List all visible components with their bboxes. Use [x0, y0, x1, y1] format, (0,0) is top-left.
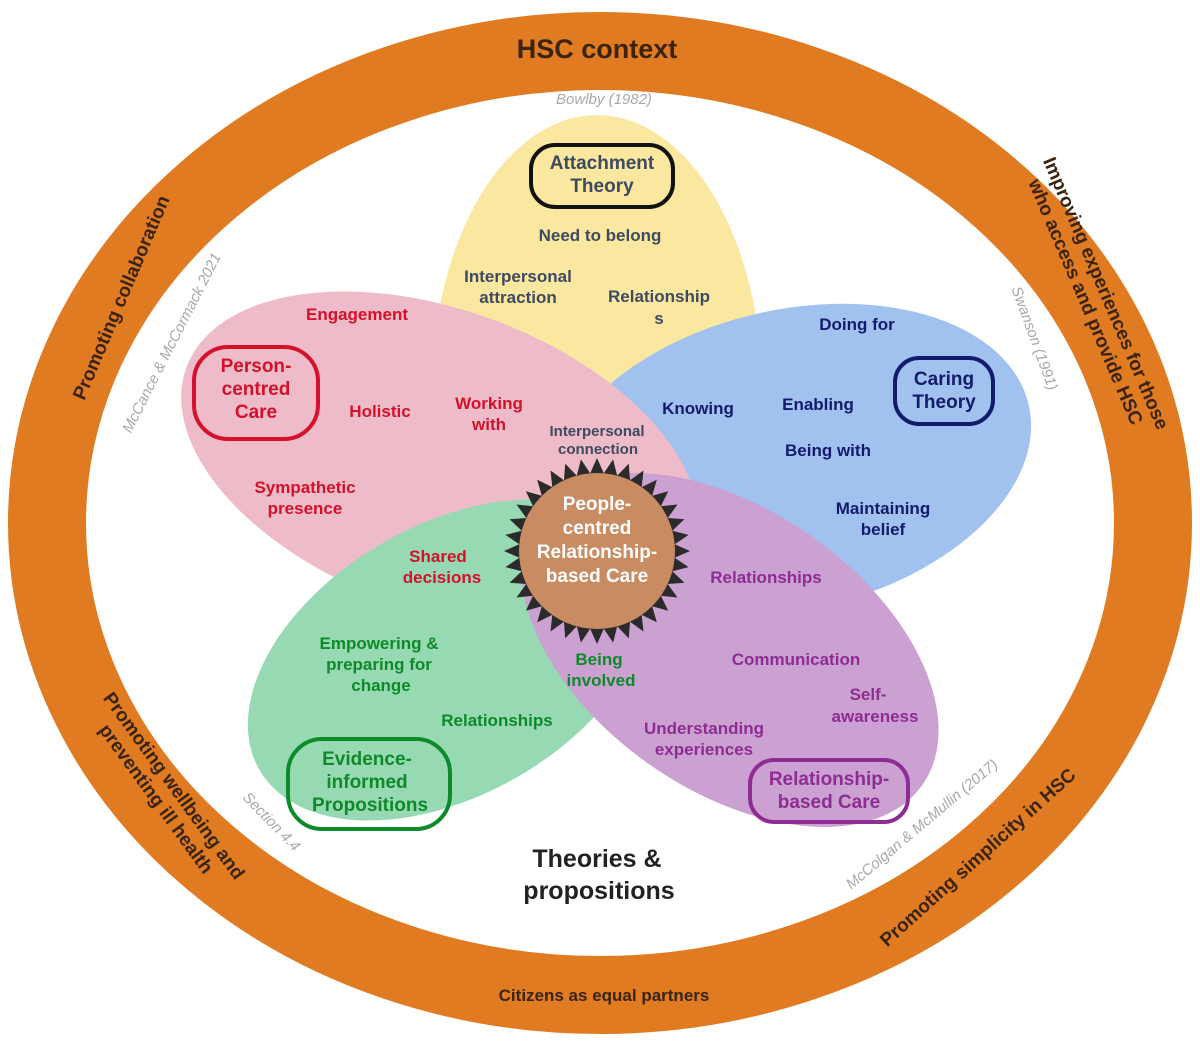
label-sympathetic-presence-1: Sympathetic — [254, 478, 355, 497]
label-engagement: Engagement — [306, 305, 408, 324]
label-interpersonal-attraction-1: Interpersonal — [464, 267, 572, 286]
hsc-context-ring — [8, 12, 1192, 1034]
label-relationships-attachment-2: s — [654, 309, 663, 328]
hsc-context-title: HSC context — [517, 34, 678, 64]
label-interpersonal-connection-1: Interpersonal — [549, 423, 644, 440]
center-title-3: Relationship- — [537, 542, 657, 563]
label-empowering-2: preparing for — [326, 655, 432, 674]
relationship-based-care-title-1: Relationship- — [769, 769, 889, 790]
label-being-involved-1: Being — [575, 650, 622, 669]
label-understanding-experiences-2: experiences — [655, 740, 753, 759]
label-doing-for: Doing for — [819, 315, 895, 334]
center-title-2: centred — [563, 518, 632, 539]
label-working-with-2: with — [471, 415, 506, 434]
evidence-informed-title-1: Evidence- — [322, 749, 412, 770]
center-title-4: based Care — [546, 566, 648, 587]
label-maintaining-belief-2: belief — [861, 520, 906, 539]
person-centred-care-title-2: centred — [222, 379, 291, 400]
label-knowing: Knowing — [662, 399, 734, 418]
label-being-with: Being with — [785, 441, 871, 460]
attachment-theory-box — [529, 143, 675, 209]
label-self-awareness-2: awareness — [832, 707, 919, 726]
relationship-based-care-title-2: based Care — [778, 792, 880, 813]
source-bowlby: Bowlby (1982) — [556, 91, 652, 108]
label-shared-decisions-2: decisions — [403, 568, 481, 587]
label-interpersonal-attraction-2: attraction — [479, 288, 556, 307]
center-title-1: People- — [563, 494, 632, 515]
person-centred-care-box — [192, 345, 320, 441]
label-maintaining-belief-1: Maintaining — [836, 499, 930, 518]
attachment-theory-title-2: Theory — [570, 176, 634, 197]
label-being-involved-2: involved — [567, 671, 636, 690]
caring-theory-title-2: Theory — [912, 392, 976, 413]
attachment-theory-title-1: Attachment — [550, 153, 655, 174]
theories-propositions-title-1: Theories & — [532, 845, 661, 873]
caring-theory-box — [893, 356, 995, 426]
label-relationships-evidence: Relationships — [441, 711, 552, 730]
person-centred-care-title-1: Person- — [221, 356, 292, 377]
label-sympathetic-presence-2: presence — [268, 499, 343, 518]
person-centred-care-title-3: Care — [235, 402, 277, 423]
label-relationships-purple: Relationships — [710, 568, 821, 587]
label-enabling: Enabling — [782, 395, 854, 414]
label-relationships-attachment-1: Relationship — [608, 287, 710, 306]
relationship-based-care-box — [748, 758, 910, 824]
label-communication: Communication — [732, 650, 860, 669]
label-interpersonal-connection-2: connection — [558, 441, 638, 458]
evidence-informed-propositions-box — [286, 737, 452, 831]
theories-propositions-title-2: propositions — [523, 877, 674, 905]
caring-theory-title-1: Caring — [914, 369, 974, 390]
label-empowering-1: Empowering & — [319, 634, 438, 653]
label-working-with-1: Working — [455, 394, 523, 413]
evidence-informed-title-2: informed — [326, 772, 407, 793]
label-need-to-belong: Need to belong — [539, 226, 662, 245]
label-understanding-experiences-1: Understanding — [644, 719, 764, 738]
evidence-informed-title-3: Propositions — [312, 795, 428, 816]
label-self-awareness-1: Self- — [850, 685, 887, 704]
label-shared-decisions-1: Shared — [409, 547, 467, 566]
center-circle — [519, 473, 675, 629]
label-empowering-3: change — [351, 676, 411, 695]
ring-label-citizens-equal-partners: Citizens as equal partners — [499, 986, 710, 1005]
label-holistic: Holistic — [349, 402, 410, 421]
